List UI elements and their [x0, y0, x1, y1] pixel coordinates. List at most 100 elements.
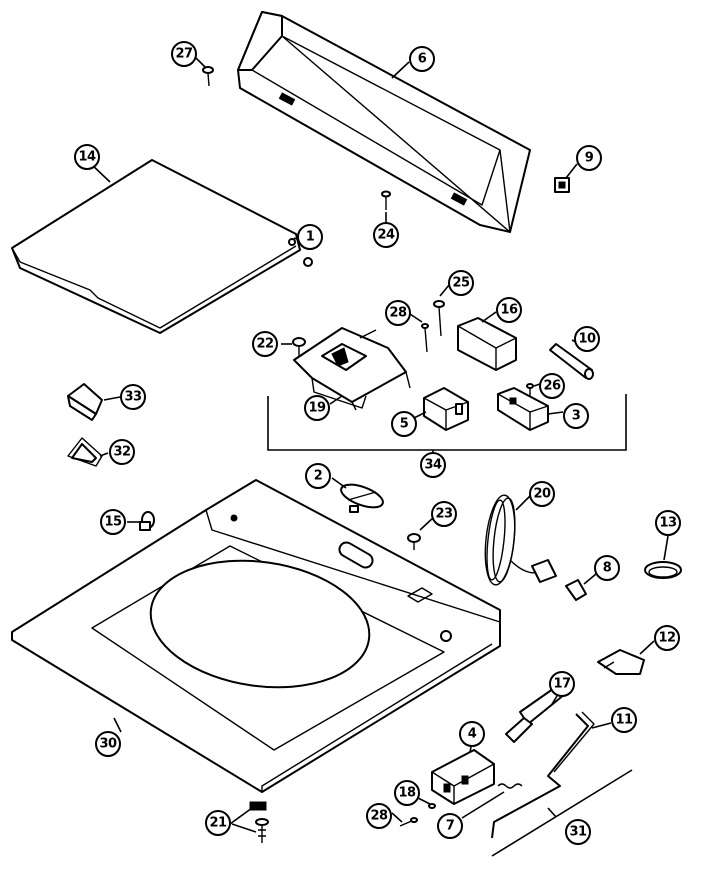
- callout-16: 16: [496, 297, 522, 323]
- svg-text:31: 31: [569, 825, 587, 840]
- callout-24: 24: [373, 222, 399, 248]
- switch-5: [423, 387, 469, 431]
- callout-5: 5: [391, 411, 417, 437]
- svg-text:25: 25: [452, 276, 470, 291]
- relay-16: [457, 317, 517, 371]
- callout-3: 3: [563, 403, 589, 429]
- callout-27: 27: [171, 41, 197, 67]
- svg-text:4: 4: [468, 727, 477, 742]
- screw-18: [428, 803, 436, 809]
- callout-22: 22: [252, 331, 278, 357]
- lid-switch-3: [497, 387, 549, 431]
- callout-33: 33: [120, 384, 146, 410]
- callout-7: 7: [437, 813, 463, 839]
- svg-text:32: 32: [113, 445, 130, 460]
- svg-text:26: 26: [543, 379, 561, 394]
- screw-24: [381, 190, 391, 210]
- callout-6: 6: [409, 46, 435, 72]
- svg-text:28: 28: [370, 809, 388, 824]
- power-cord-20: [484, 494, 557, 586]
- clamp-12: [597, 649, 645, 675]
- screw-28-lower: [399, 817, 418, 827]
- callout-19: 19: [304, 395, 330, 421]
- svg-text:16: 16: [500, 303, 518, 318]
- svg-text:8: 8: [603, 561, 612, 576]
- svg-text:11: 11: [615, 713, 633, 728]
- leader-lines: [89, 57, 669, 833]
- svg-text:17: 17: [553, 677, 571, 692]
- svg-text:22: 22: [256, 337, 273, 352]
- callout-13: 13: [655, 510, 681, 536]
- callout-4: 4: [459, 721, 485, 747]
- callout-9: 9: [576, 145, 602, 171]
- fuse-10: [549, 343, 594, 380]
- svg-text:12: 12: [658, 631, 675, 646]
- svg-text:13: 13: [659, 516, 677, 531]
- svg-text:14: 14: [78, 150, 96, 165]
- svg-text:23: 23: [435, 507, 453, 522]
- switch-4: [431, 749, 495, 805]
- clip-9: [554, 177, 570, 193]
- switch-bracket: [293, 327, 411, 411]
- callout-34: 34: [420, 452, 446, 478]
- bumper-1: [303, 257, 313, 267]
- callout-15: 15: [100, 509, 126, 535]
- callout-30: 30: [95, 731, 121, 757]
- svg-text:20: 20: [533, 487, 551, 502]
- svg-text:19: 19: [308, 401, 326, 416]
- svg-text:6: 6: [418, 52, 427, 67]
- callout-11: 11: [611, 707, 637, 733]
- svg-text:1: 1: [306, 230, 315, 245]
- svg-text:3: 3: [572, 409, 581, 424]
- ring-13: [644, 561, 682, 579]
- svg-text:27: 27: [175, 47, 193, 62]
- callout-21: 21: [205, 810, 231, 836]
- svg-text:15: 15: [104, 515, 122, 530]
- screw-27: [202, 66, 214, 87]
- part-8: [565, 579, 587, 601]
- callout-18: 18: [394, 780, 420, 806]
- callout-1: 1: [297, 224, 323, 250]
- bracket-33: [67, 383, 103, 421]
- screw-26: [526, 383, 534, 396]
- ring-32: [67, 437, 103, 467]
- plug-15: [139, 511, 155, 531]
- svg-text:21: 21: [209, 816, 227, 831]
- callout-31: 31: [565, 819, 591, 845]
- svg-text:18: 18: [398, 786, 416, 801]
- bolt-25: [433, 300, 445, 337]
- callout-26: 26: [539, 373, 565, 399]
- top-lid: [11, 159, 301, 334]
- svg-text:30: 30: [99, 737, 117, 752]
- actuator-11: [491, 711, 633, 857]
- svg-text:2: 2: [314, 469, 323, 484]
- kit-bracket-34: [267, 394, 627, 451]
- spring-7: [497, 783, 523, 789]
- svg-text:9: 9: [585, 151, 594, 166]
- svg-text:24: 24: [377, 228, 395, 243]
- callout-8: 8: [594, 555, 620, 581]
- svg-text:7: 7: [446, 819, 455, 834]
- callout-28-lower: 28: [366, 803, 392, 829]
- callout-28-upper: 28: [385, 300, 411, 326]
- svg-text:33: 33: [124, 390, 142, 405]
- svg-text:28: 28: [389, 306, 407, 321]
- callout-25: 25: [448, 270, 474, 296]
- screw-22: [292, 337, 306, 356]
- top-panel-30: [11, 479, 501, 793]
- callout-bubbles: 27 6 14 9 1 24 25 28 16 22 10 26 33 19 5…: [74, 41, 681, 845]
- callout-10: 10: [574, 326, 600, 352]
- screw-23: [407, 533, 421, 550]
- clip-2: [340, 483, 384, 513]
- callout-14: 14: [74, 144, 100, 170]
- callout-32: 32: [109, 439, 135, 465]
- svg-text:5: 5: [400, 417, 409, 432]
- screw-21: [249, 801, 269, 843]
- svg-text:10: 10: [578, 332, 596, 347]
- callout-20: 20: [529, 481, 555, 507]
- callout-17: 17: [549, 671, 575, 697]
- svg-text:34: 34: [424, 458, 442, 473]
- console-housing: [237, 11, 531, 233]
